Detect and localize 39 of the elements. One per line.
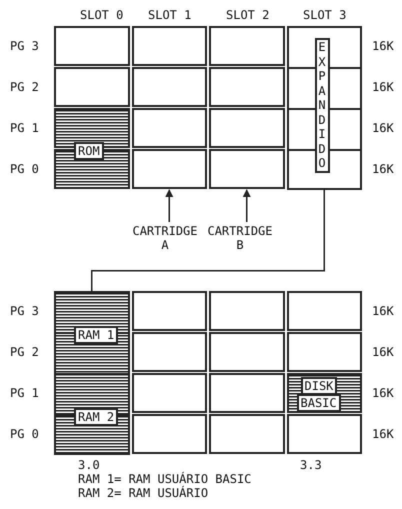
slot-label: CARTRIDGE B xyxy=(205,224,275,252)
memory-label: RAM 2 xyxy=(74,408,118,426)
size-label: 16K xyxy=(372,427,394,441)
column-header: SLOT 1 xyxy=(148,8,192,22)
arrow xyxy=(242,189,251,222)
slot-column xyxy=(54,291,130,455)
size-label: 16K xyxy=(372,386,394,400)
size-label: 16K xyxy=(372,304,394,318)
legend-note: RAM 2= RAM USUÁRIO xyxy=(78,486,208,500)
size-label: 16K xyxy=(372,39,394,53)
memory-label: BASIC xyxy=(296,394,341,412)
column-header: SLOT 0 xyxy=(80,8,124,22)
legend-note: RAM 1= RAM USUÁRIO BASIC xyxy=(78,472,252,486)
connector-line xyxy=(91,190,325,291)
row-label: PG 3 xyxy=(10,39,39,53)
memory-label: ROM xyxy=(74,142,104,160)
row-label: PG 0 xyxy=(10,162,39,176)
memory-label: DISK xyxy=(300,377,338,395)
arrow xyxy=(165,189,174,222)
size-label: 16K xyxy=(372,162,394,176)
slot-label: CARTRIDGE A xyxy=(130,224,200,252)
column-header: SLOT 2 xyxy=(226,8,270,22)
row-label: PG 2 xyxy=(10,345,39,359)
row-label: PG 1 xyxy=(10,386,39,400)
row-label: PG 1 xyxy=(10,121,39,135)
column-header: SLOT 3 xyxy=(303,8,346,22)
size-label: 16K xyxy=(372,121,394,135)
size-label: 16K xyxy=(372,80,394,94)
memory-label: EXPANDIDO xyxy=(314,38,330,172)
memory-label: RAM 1 xyxy=(74,326,118,344)
row-label: PG 3 xyxy=(10,304,39,318)
row-label: PG 2 xyxy=(10,80,39,94)
size-label: 16K xyxy=(372,345,394,359)
subslot-label: 3.0 xyxy=(78,458,100,472)
memory-cell xyxy=(132,149,207,189)
row-label: PG 0 xyxy=(10,427,39,441)
subslot-label: 3.3 xyxy=(300,458,322,472)
slot-column xyxy=(286,26,362,190)
memory-cell xyxy=(209,149,284,189)
